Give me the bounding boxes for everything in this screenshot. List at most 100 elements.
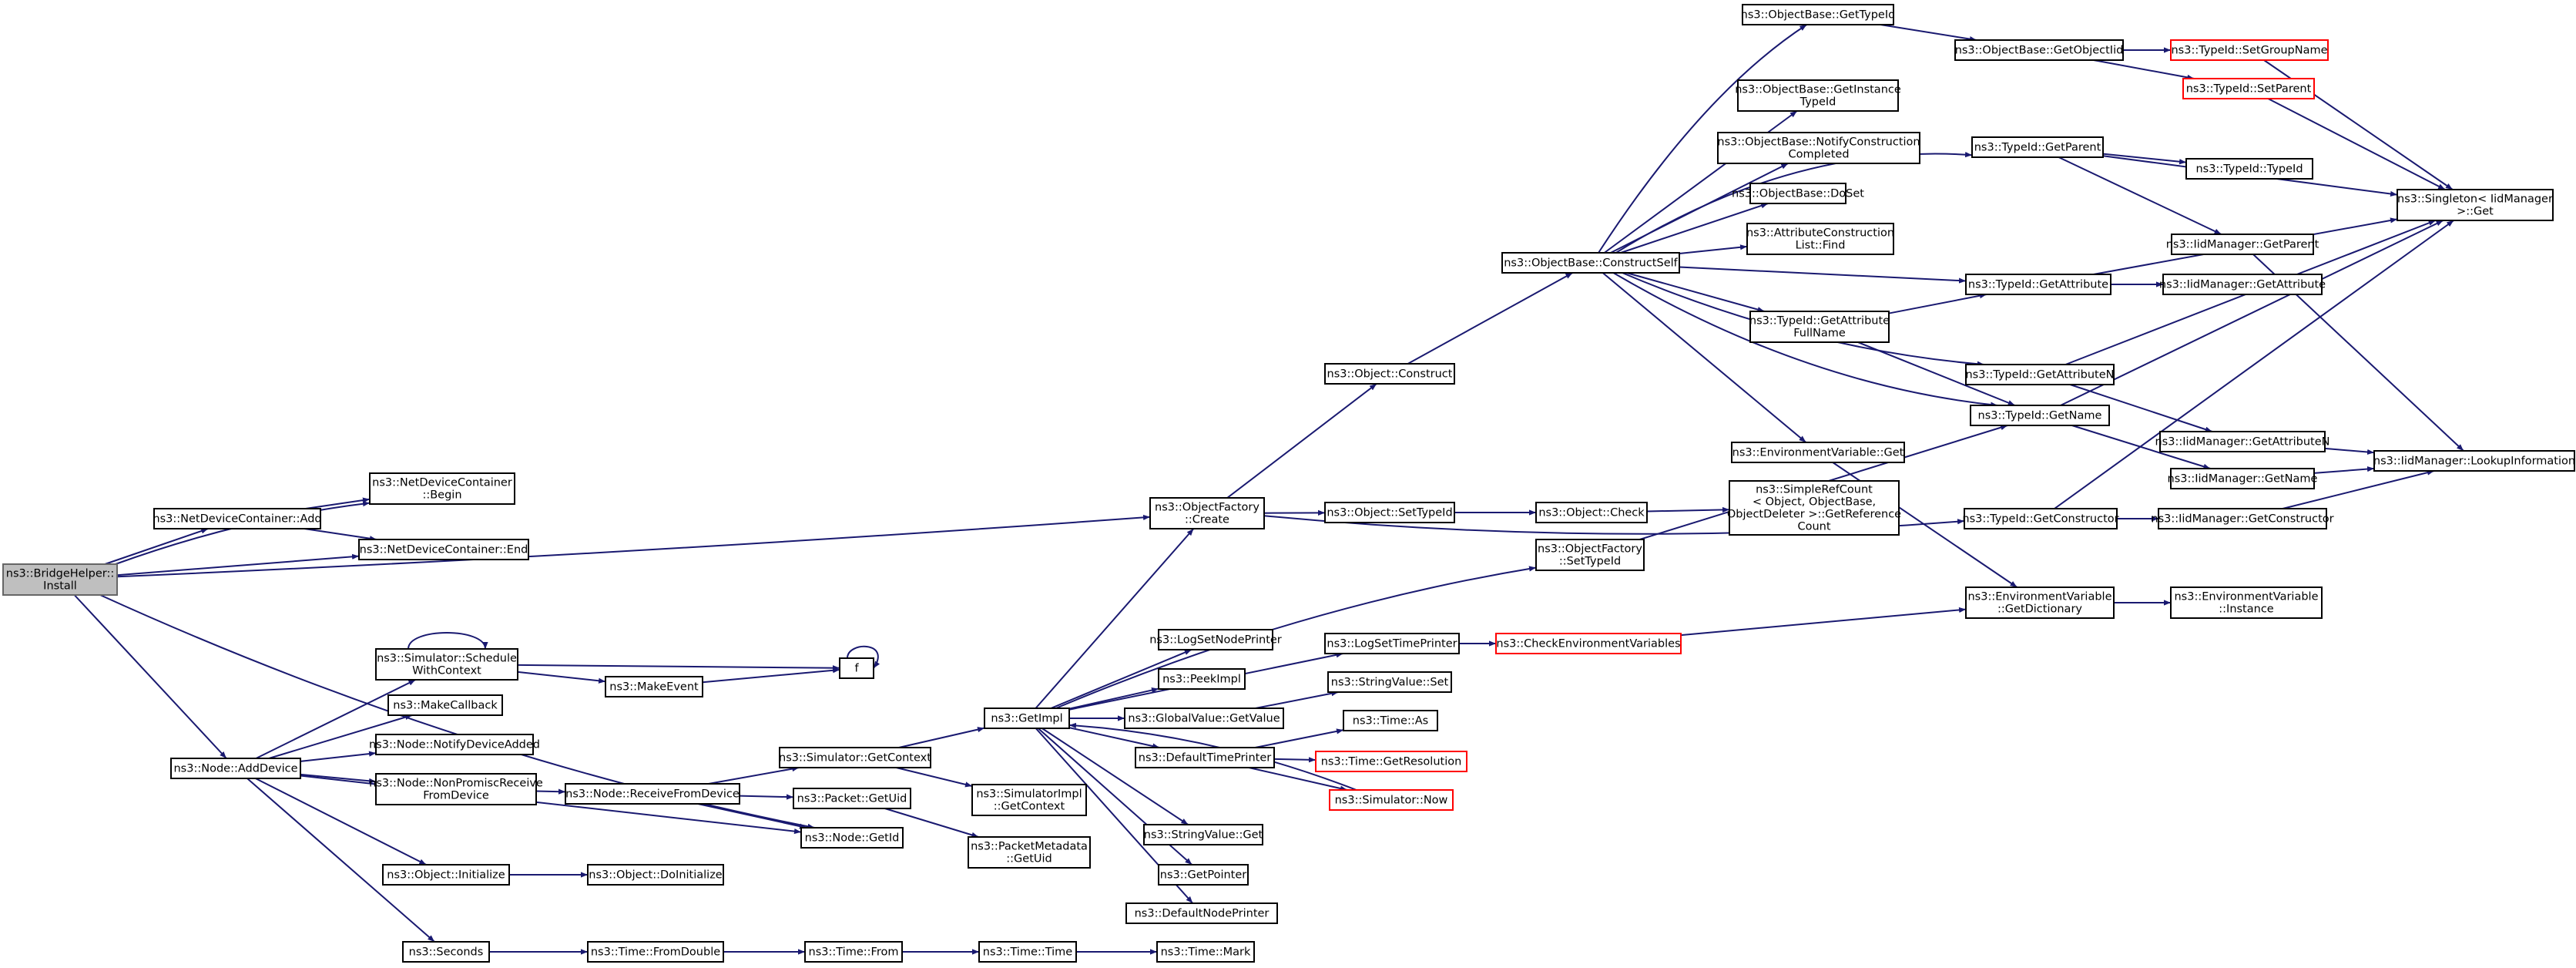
- node-checkenv[interactable]: ns3::CheckEnvironmentVariables: [1495, 633, 1682, 654]
- node-obj-construct[interactable]: ns3::Object::Construct: [1324, 363, 1455, 385]
- node-singleton-get[interactable]: ns3::Singleton< IidManager>::Get: [2397, 189, 2554, 221]
- node-label: ns3::TypeId::GetAttributeN: [1965, 369, 2114, 381]
- edge-packet_getuid-to-pm_getuid: [884, 808, 979, 838]
- node-label: ns3::GetPointer: [1160, 869, 1247, 882]
- node-makeevent[interactable]: ns3::MakeEvent: [605, 676, 703, 697]
- node-tid-getname[interactable]: ns3::TypeId::GetName: [1970, 405, 2110, 426]
- node-tid-typeid[interactable]: ns3::TypeId::TypeId: [2185, 158, 2313, 180]
- edge-tid_getparent-to-tid_typeid: [2102, 153, 2187, 165]
- node-box: [375, 648, 518, 681]
- node-logsetnodeprinter[interactable]: ns3::LogSetNodePrinter: [1149, 629, 1282, 650]
- node-time-as[interactable]: ns3::Time::As: [1343, 710, 1438, 731]
- node-simimpl-getctx[interactable]: ns3::SimulatorImpl::GetContext: [971, 784, 1087, 816]
- edge-env_get-to-env_getdict: [1832, 462, 2018, 588]
- node-time-from[interactable]: ns3::Time::From: [804, 941, 903, 963]
- node-tid-getattribute[interactable]: ns3::TypeId::GetAttribute: [1965, 274, 2111, 295]
- node-iid-getconstructor[interactable]: ns3::IidManager::GetConstructor: [2151, 508, 2334, 529]
- node-obj-doinit[interactable]: ns3::Object::DoInitialize: [587, 864, 724, 886]
- node-peekimpl[interactable]: ns3::PeekImpl: [1158, 668, 1246, 690]
- node-ob-gettypeid[interactable]: ns3::ObjectBase::GetTypeId: [1741, 4, 1896, 25]
- node-of-create[interactable]: ns3::ObjectFactory::Create: [1149, 497, 1265, 529]
- node-getimpl[interactable]: ns3::GetImpl: [984, 708, 1070, 729]
- node-label: ns3::Time::Mark: [1161, 946, 1251, 959]
- node-iid-getname[interactable]: ns3::IidManager::GetName: [2168, 468, 2318, 489]
- node-pm-getuid[interactable]: ns3::PacketMetadata::GetUid: [968, 836, 1091, 869]
- node-box: [2397, 189, 2554, 221]
- edge-tid_getparent-to-iid_getparent: [2058, 156, 2222, 235]
- node-obj-settypeid[interactable]: ns3::Object::SetTypeId: [1324, 502, 1455, 523]
- node-tid-getattrn[interactable]: ns3::TypeId::GetAttributeN: [1965, 364, 2115, 385]
- node-label: ns3::Time::FromDouble: [591, 946, 720, 959]
- node-env-instance[interactable]: ns3::EnvironmentVariable::Instance: [2170, 587, 2323, 619]
- node-tid-setgroupname[interactable]: ns3::TypeId::SetGroupName: [2170, 39, 2329, 61]
- node-of-settypeid[interactable]: ns3::ObjectFactory::SetTypeId: [1535, 539, 1645, 571]
- node-logsettimeprinter[interactable]: ns3::LogSetTimePrinter: [1324, 633, 1460, 654]
- node-root[interactable]: ns3::BridgeHelper::Install: [2, 563, 118, 596]
- node-box: [1156, 941, 1255, 963]
- node-box: [2158, 508, 2327, 529]
- node-defaulttimeprinter[interactable]: ns3::DefaultTimePrinter: [1135, 747, 1275, 768]
- node-sv-set[interactable]: ns3::StringValue::Set: [1327, 671, 1452, 693]
- node-tid-getconstructor[interactable]: ns3::TypeId::GetConstructor: [1962, 508, 2119, 529]
- node-sv-get[interactable]: ns3::StringValue::Get: [1143, 824, 1263, 845]
- node-obj-check[interactable]: ns3::Object::Check: [1535, 502, 1648, 523]
- node-label: ns3::MakeCallback: [393, 700, 498, 712]
- node-obj-init[interactable]: ns3::Object::Initialize: [382, 864, 510, 886]
- node-time-getres[interactable]: ns3::Time::GetResolution: [1315, 751, 1467, 772]
- edge-iid_getconstructor-to-iid_lookup: [2282, 469, 2435, 509]
- node-env-getdict[interactable]: ns3::EnvironmentVariable::GetDictionary: [1965, 587, 2115, 619]
- node-notifydev[interactable]: ns3::Node::NotifyDeviceAdded: [369, 734, 540, 755]
- node-label: ns3::IidManager::GetName: [2168, 473, 2318, 486]
- edge-ob_constructself-to-tid_getname: [1612, 272, 1998, 408]
- node-time-time[interactable]: ns3::Time::Time: [978, 941, 1077, 963]
- node-iid-getattribute[interactable]: ns3::IidManager::GetAttribute: [2159, 274, 2326, 295]
- node-ob-getobjectiid[interactable]: ns3::ObjectBase::GetObjectIid: [1954, 39, 2124, 61]
- node-iid-getparent[interactable]: ns3::IidManager::GetParent: [2166, 234, 2319, 255]
- node-box: [375, 773, 537, 805]
- node-ndc-end[interactable]: ns3::NetDeviceContainer::End: [358, 539, 529, 560]
- node-gv-getvalue[interactable]: ns3::GlobalValue::GetValue: [1124, 708, 1284, 729]
- node-simplerefcount[interactable]: ns3::SimpleRefCount< Object, ObjectBase,…: [1727, 480, 1901, 536]
- node-defaultnodeprinter[interactable]: ns3::DefaultNodePrinter: [1125, 902, 1278, 924]
- node-ob-notify[interactable]: ns3::ObjectBase::NotifyConstructionCompl…: [1717, 132, 1920, 164]
- node-tid-getparent[interactable]: ns3::TypeId::GetParent: [1971, 136, 2104, 158]
- node-label: ns3::IidManager::GetConstructor: [2151, 513, 2333, 526]
- node-box: [1501, 252, 1680, 274]
- node-f[interactable]: f: [839, 657, 874, 679]
- node-iid-lookup[interactable]: ns3::IidManager::LookupInformation: [2373, 450, 2575, 472]
- node-node-adddevice[interactable]: ns3::Node::AddDevice: [170, 758, 301, 779]
- node-tid-setparent[interactable]: ns3::TypeId::SetParent: [2182, 78, 2315, 99]
- node-ndc-add[interactable]: ns3::NetDeviceContainer::Add: [153, 508, 322, 529]
- edge-ob_constructself-to-acl_find: [1679, 244, 1748, 255]
- edge-sim_now-to-getimpl: [1068, 722, 1357, 791]
- node-box: [605, 676, 703, 697]
- node-box: [1535, 539, 1645, 571]
- node-box: [1731, 442, 1905, 463]
- node-box: [1315, 751, 1467, 772]
- node-iid-getattrn[interactable]: ns3::IidManager::GetAttributeN: [2155, 431, 2330, 452]
- node-time-mark[interactable]: ns3::Time::Mark: [1156, 941, 1255, 963]
- node-label: FromDevice: [423, 790, 489, 802]
- edge-of_create-to-obj_construct: [1226, 383, 1377, 499]
- node-getcontext[interactable]: ns3::Simulator::GetContext: [779, 747, 931, 768]
- node-node-getid[interactable]: ns3::Node::GetId: [800, 827, 904, 849]
- node-time-fromdouble[interactable]: ns3::Time::FromDouble: [587, 941, 724, 963]
- node-packet-getuid[interactable]: ns3::Packet::GetUid: [793, 788, 911, 809]
- node-recvfromdev[interactable]: ns3::Node::ReceiveFromDevice: [565, 783, 740, 805]
- node-env-get[interactable]: ns3::EnvironmentVariable::Get: [1731, 442, 1905, 463]
- node-ob-constructself[interactable]: ns3::ObjectBase::ConstructSelf: [1501, 252, 1680, 274]
- node-seconds[interactable]: ns3::Seconds: [402, 941, 490, 963]
- edge-iid_getname-to-iid_lookup: [2313, 466, 2375, 474]
- node-ndc-begin[interactable]: ns3::NetDeviceContainer::Begin: [369, 472, 515, 505]
- node-label: ns3::Node::NotifyDeviceAdded: [369, 739, 540, 751]
- node-sim-now[interactable]: ns3::Simulator::Now: [1329, 789, 1454, 811]
- node-makecallback[interactable]: ns3::MakeCallback: [387, 694, 503, 716]
- node-box: [1158, 864, 1249, 886]
- node-getpointer[interactable]: ns3::GetPointer: [1158, 864, 1249, 886]
- node-ob-doset[interactable]: ns3::ObjectBase::DoSet: [1732, 183, 1864, 204]
